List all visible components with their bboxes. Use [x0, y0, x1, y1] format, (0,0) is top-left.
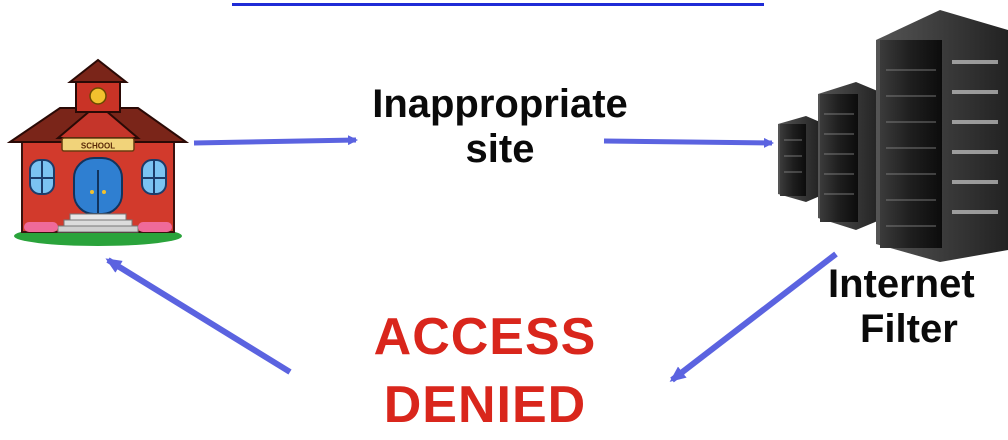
arrow-school-to-site: [193, 135, 358, 146]
filter-label-line1: Internet: [828, 262, 975, 306]
server-rack-icon: [778, 10, 1008, 262]
request-label-line1: Inappropriate: [372, 82, 628, 126]
filter-label-line2: Filter: [860, 306, 958, 351]
arrow-site-to-filter: [603, 137, 774, 148]
access-denied-line1: ACCESS: [373, 308, 597, 366]
top-rule: [232, 3, 764, 6]
denied-backdrop: [292, 300, 662, 440]
school-building-icon: [6, 58, 190, 246]
request-label: Inappropriate site: [340, 82, 660, 172]
school-sign-text: SCHOOL: [81, 142, 115, 151]
request-label-line2: site: [465, 126, 535, 171]
arrow-denied-to-school: [105, 257, 292, 375]
access-denied-line2: DENIED: [383, 375, 587, 434]
filter-label: Internet Filter: [828, 262, 1008, 352]
access-denied-label: ACCESS DENIED: [320, 304, 650, 439]
arrow-filter-to-denied: [669, 251, 838, 383]
